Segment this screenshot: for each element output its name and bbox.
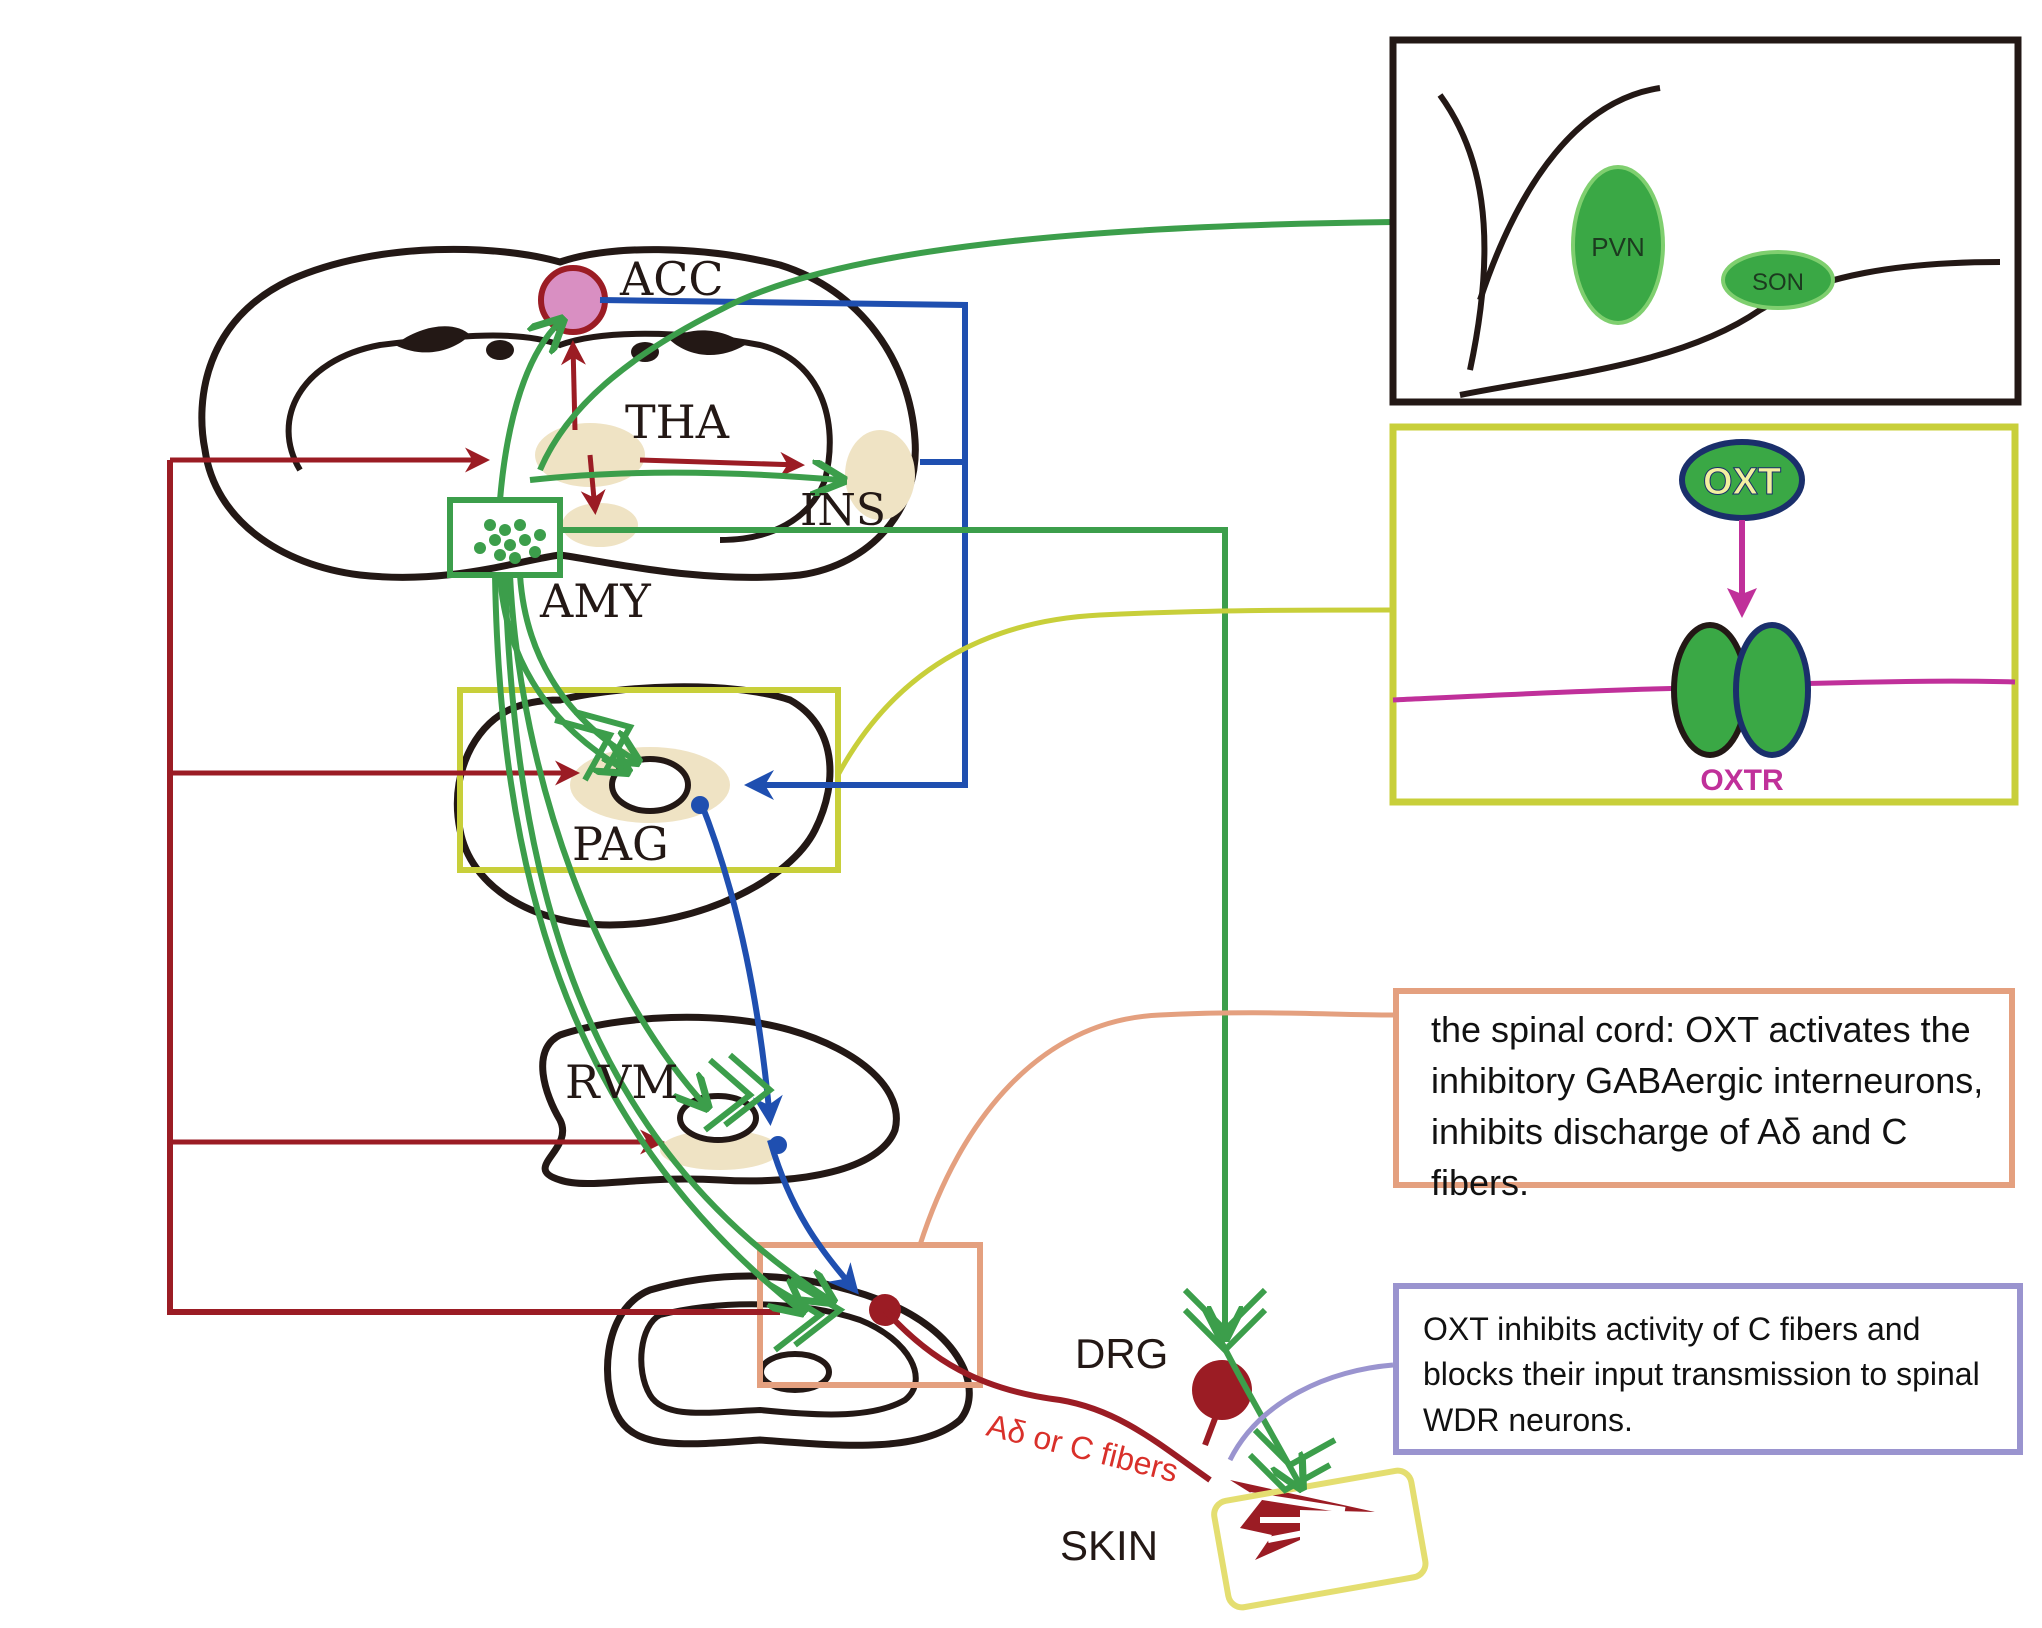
midbrain-outline [453,683,834,929]
c-fibers-note: OXT inhibits activity of C fibers and bl… [1393,1283,2023,1455]
spinal-cord-note-text: the spinal cord: OXT activates the inhib… [1431,1009,1984,1204]
pag-panel-box [457,687,841,873]
label-acc: ACC [619,252,724,306]
label-amy: AMY [539,574,651,628]
connector-skin-to-note [1227,1362,1394,1462]
green-chevrons-rvm [703,1052,775,1133]
green-to-spinal-1 [492,574,800,1310]
son-label: SON [1752,269,1804,296]
blue-pag-to-rvm [697,798,783,1126]
oxytocin-pathway [492,219,1394,1485]
oxtr-subunit-right [1733,622,1811,758]
green-chevrons-spinal [768,1277,846,1353]
c-fibers-note-text: OXT inhibits activity of C fibers and bl… [1423,1311,1980,1438]
green-chevrons-drg [1182,1287,1337,1494]
green-to-spinal-2 [502,574,830,1300]
pvn-nucleus [1571,165,1665,325]
amy-region [562,503,638,547]
rvm-region [660,1130,780,1170]
acc-node [538,265,608,335]
label-fibers: Aδ or C fibers [983,1407,1182,1489]
label-rvm: RVM [565,1055,678,1109]
oxt-ligand [1679,439,1805,521]
connector-pag-to-receptor-panel [835,607,1394,777]
red-fibers-to-skin [882,1307,1212,1483]
oxtr-label: OXTR [1700,764,1784,797]
hypothalamus-contour-1 [1437,93,1488,371]
green-hypothalamus-to-brain [537,219,1394,472]
hypothalamus-contour-3 [1459,259,2001,398]
ventricle-right [670,330,745,356]
oxt-ligand-label: OXT [1703,461,1781,503]
label-skin: SKIN [1060,1522,1158,1569]
red-tha-down [580,454,606,515]
hypothalamus-panel-frame [1389,36,2022,406]
green-chevrons-pag [554,709,635,782]
pvn-label: PVN [1591,232,1644,262]
amy-neuron-cluster [474,519,546,564]
skin-receptor [1230,1480,1375,1560]
ventricle-mid-left [486,340,514,360]
label-drg: DRG [1075,1330,1168,1377]
ins-region [845,430,915,520]
blue-terminal-pag [691,796,709,814]
receptor-panel: OXT OXTR [1389,423,2019,806]
blue-terminal-rvm [769,1136,787,1154]
spinal-cord-note: the spinal cord: OXT activates the inhib… [1393,988,2015,1203]
green-to-acc [497,322,560,501]
hypothalamus-contour-2 [1477,85,1661,301]
label-tha: THA [625,395,730,449]
label-pag: PAG [572,817,669,871]
green-to-ins [529,473,840,481]
label-ins: INS [800,485,886,536]
green-to-rvm [507,574,705,1105]
blue-acc-loop [599,297,968,800]
hypothalamus-panel: PVN SON [1389,36,2022,406]
son-nucleus [1721,250,1835,310]
skin-panel-box [1211,1467,1429,1611]
red-vertical-trunk [167,460,780,1315]
green-to-drg [560,527,1225,1335]
medulla-outline [539,1013,900,1187]
drg-neuron [1192,1360,1252,1420]
red-tha-to-ins [639,451,805,477]
connector-spinal-to-note [917,1010,1394,1246]
ventricle-left [395,326,470,353]
